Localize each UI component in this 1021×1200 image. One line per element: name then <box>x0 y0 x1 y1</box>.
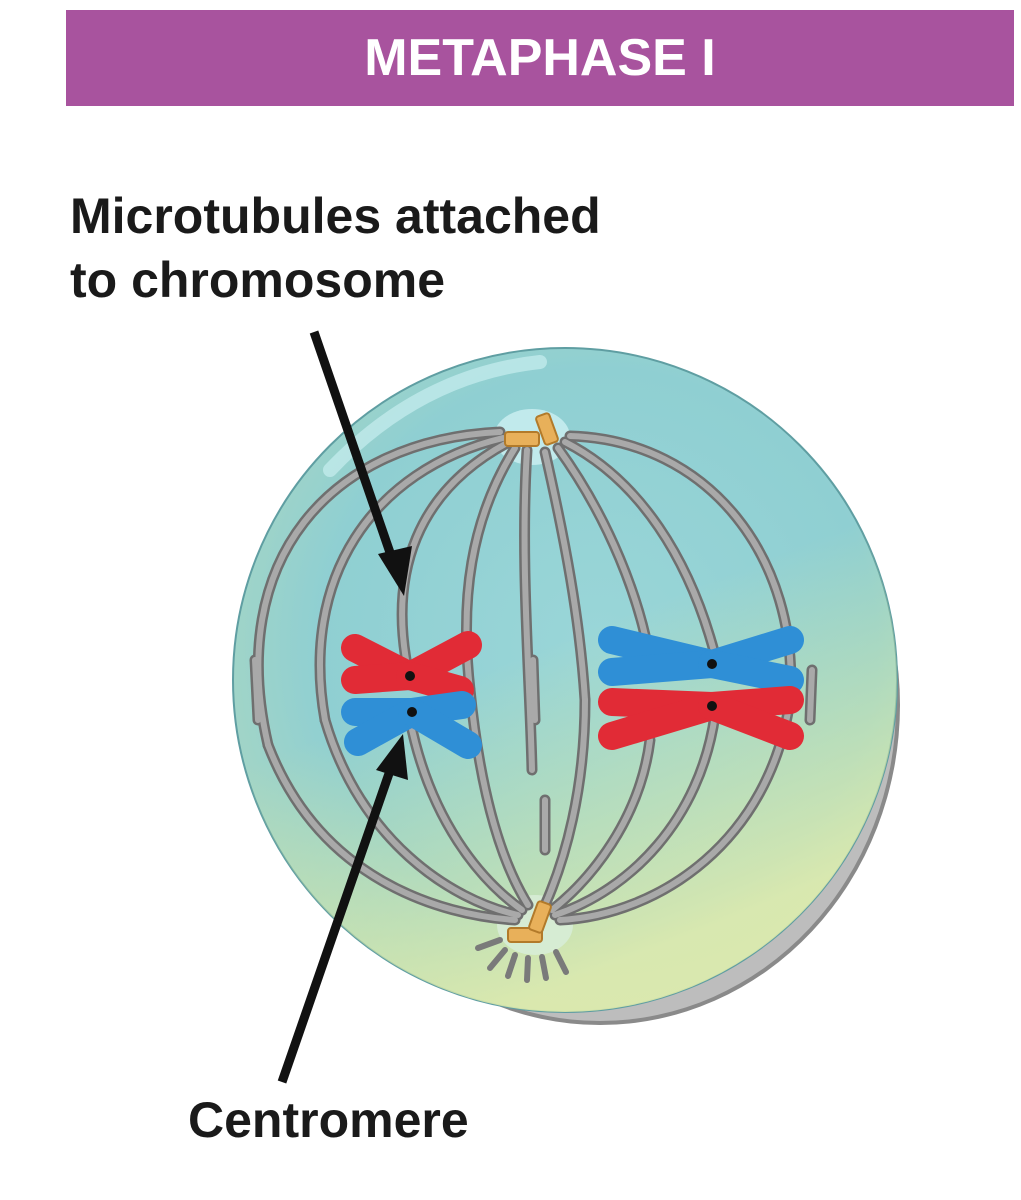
centriole-top <box>504 412 559 447</box>
centromere-label: Centromere <box>188 1092 469 1148</box>
phase-title-banner: METAPHASE I <box>66 10 1014 106</box>
centriole-bottom <box>507 900 552 943</box>
microtubules-label: Microtubules attached to chromosome <box>70 184 601 312</box>
microtubules-label-line1: Microtubules attached <box>70 188 601 244</box>
phase-title: METAPHASE I <box>364 29 716 87</box>
arrow-microtubules <box>309 330 412 596</box>
tetrad-right <box>598 626 804 750</box>
arrow-centromere <box>277 734 408 1084</box>
microtubules-label-line2: to chromosome <box>70 252 446 308</box>
tetrad-left <box>341 631 482 759</box>
